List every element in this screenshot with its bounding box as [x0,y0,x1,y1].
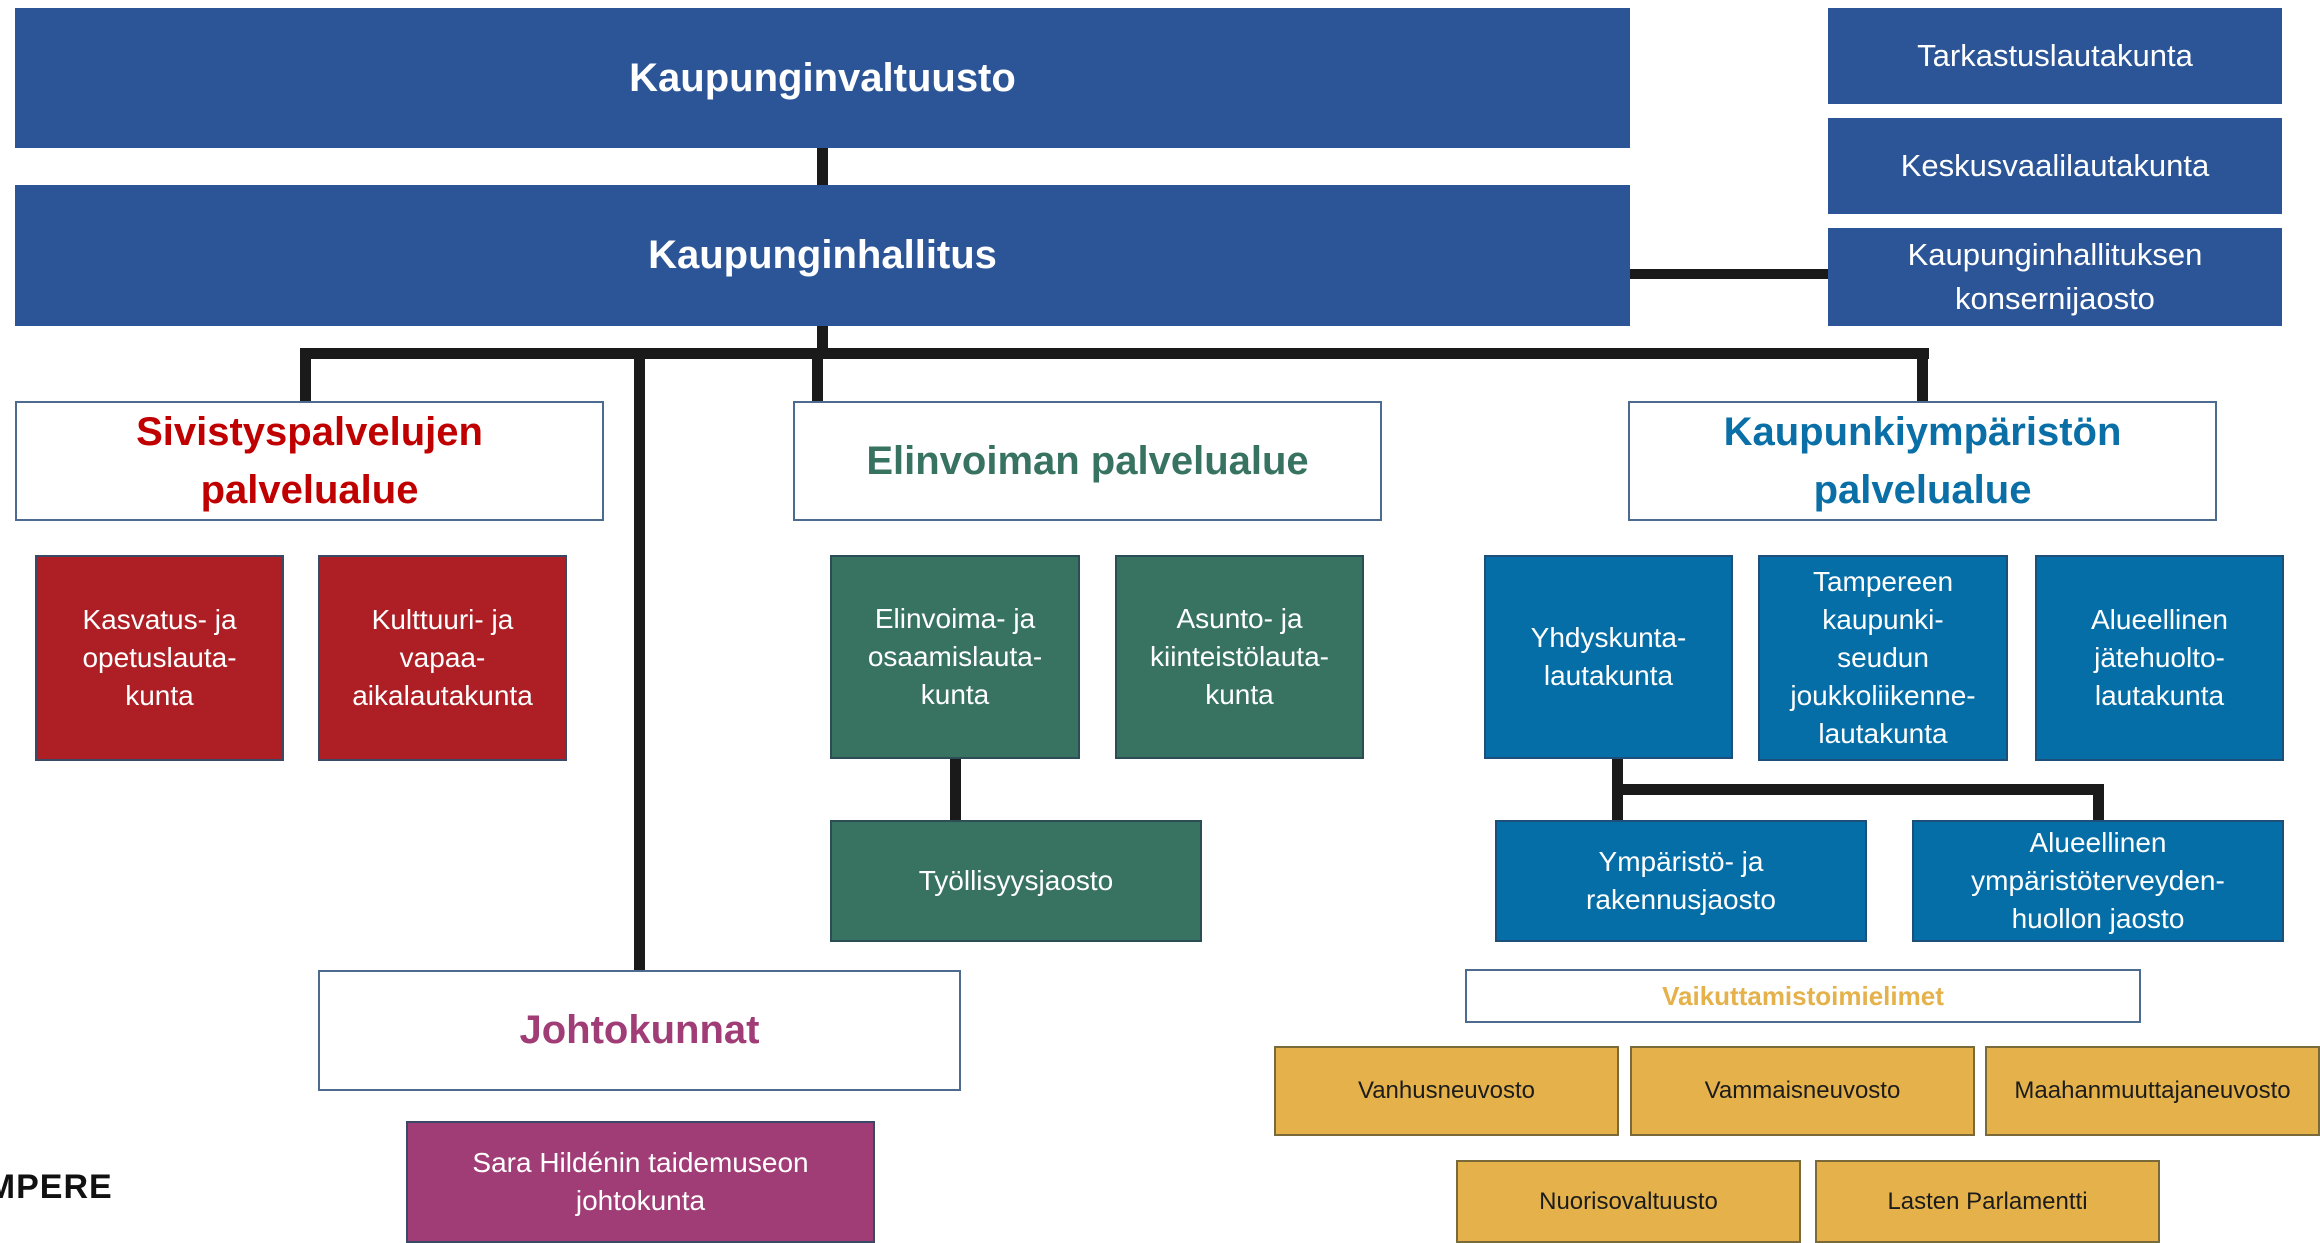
environment-drop [1917,348,1928,401]
public-transport-board-box: Tampereen kaupunki- seudun joukkoliikenn… [1758,555,2008,761]
logo-text: TAMPERE [0,1168,113,1206]
immigrant-council-box: Maahanmuuttajaneuvosto [1985,1046,2320,1136]
art-museum-directorate-box: Sara Hildénin taidemuseon johtokunta [406,1121,875,1243]
environment-building-subcommittee-box: Ympäristö- ja rakennusjaosto [1495,820,1867,942]
environment-area-title: Kaupunkiympäristön palvelualue [1628,401,2217,521]
directorates-drop [634,348,645,973]
waste-management-board-box: Alueellinen jätehuolto- lautakunta [2035,555,2284,761]
influence-bodies-title: Vaikuttamistoimielimet [1465,969,2141,1023]
environment-sub-bar [1612,784,2104,795]
audit-committee-box: Tarkastuslautakunta [1828,8,2282,104]
disability-council-box: Vammaisneuvosto [1630,1046,1975,1136]
vitality-area-title: Elinvoiman palvelualue [793,401,1382,521]
youth-council-box: Nuorisovaltuusto [1456,1160,1801,1243]
housing-board-box: Asunto- ja kiinteistölauta- kunta [1115,555,1364,759]
education-board-box: Kasvatus- ja opetuslauta- kunta [35,555,284,761]
vitality-drop [812,348,823,401]
elderly-council-box: Vanhusneuvosto [1274,1046,1619,1136]
tampere-logo: TAMPERE [0,1168,113,1207]
board-side-connector [1630,269,1828,279]
environmental-health-subcommittee-box: Alueellinen ympäristöterveyden- huollon … [1912,820,2284,942]
community-board-box: Yhdyskunta- lautakunta [1484,555,1733,759]
education-area-title: Sivistyspalvelujen palvelualue [15,401,604,521]
education-drop [300,348,311,401]
vitality-board-box: Elinvoima- ja osaamislauta- kunta [830,555,1080,759]
culture-board-box: Kulttuuri- ja vapaa- aikalautakunta [318,555,567,761]
service-areas-bar [300,348,1929,359]
vitality-sub-connector [950,758,961,820]
election-committee-box: Keskusvaalilautakunta [1828,118,2282,214]
council-box: Kaupunginvaltuusto [15,8,1630,148]
environment-sub-right [2093,784,2104,820]
council-board-connector [817,148,828,185]
employment-subcommittee-box: Työllisyysjaosto [830,820,1202,942]
directorates-title: Johtokunnat [318,970,961,1091]
group-subcommittee-box: Kaupunginhallituksen konsernijaosto [1828,228,2282,326]
board-down-connector [817,326,828,353]
childrens-parliament-box: Lasten Parlamentti [1815,1160,2160,1243]
board-box: Kaupunginhallitus [15,185,1630,326]
